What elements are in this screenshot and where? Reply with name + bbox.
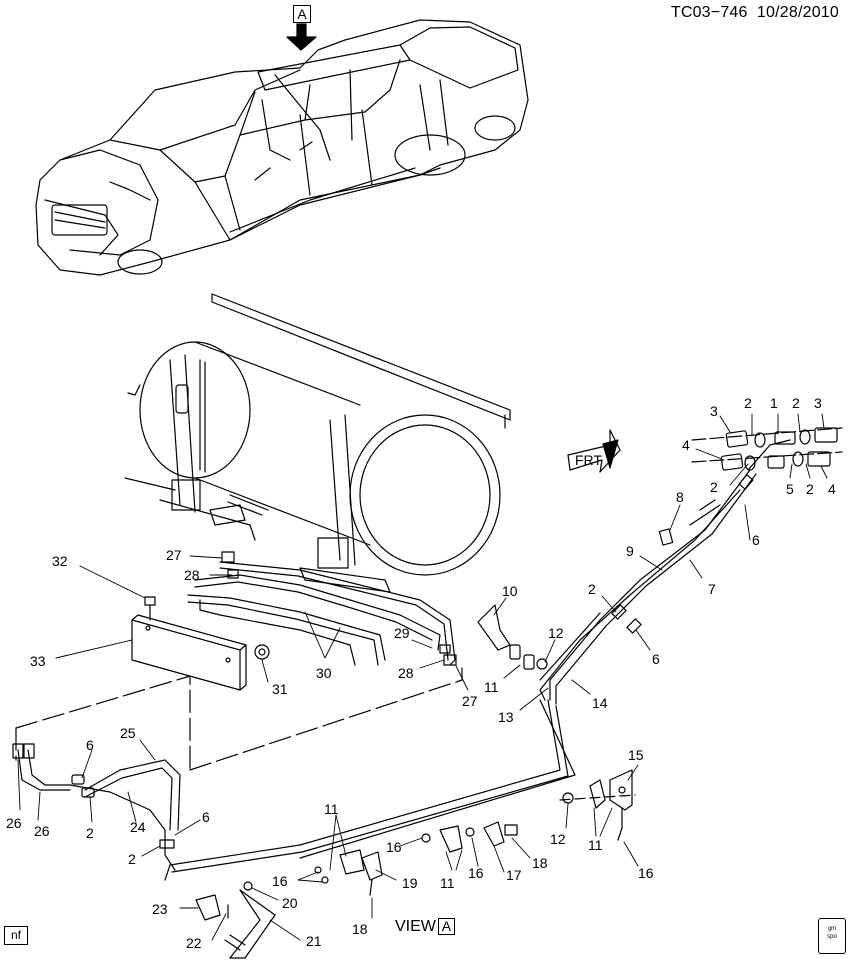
callout-3: 3 [814, 395, 822, 411]
callout-6: 6 [202, 809, 210, 825]
diagram-code: TC03−746 [670, 4, 748, 21]
callout-2: 2 [128, 851, 136, 867]
shield-part-33 [131, 596, 270, 691]
diagram-date: 10/28/2010 [756, 4, 839, 21]
view-a-marker-box: A [293, 5, 311, 23]
callout-8: 8 [676, 489, 684, 505]
diagram-header: TC03−746 10/28/2010 [671, 4, 839, 22]
callout-6: 6 [86, 737, 94, 753]
callout-24: 24 [130, 819, 146, 835]
callout-6: 6 [752, 532, 760, 548]
callout-16: 16 [468, 865, 484, 881]
callout-11: 11 [324, 801, 339, 817]
callout-6: 6 [652, 651, 660, 667]
front-direction-arrow: FRT [567, 429, 621, 473]
callout-32: 32 [52, 553, 68, 569]
callout-3: 3 [710, 403, 718, 419]
callout-19: 19 [402, 875, 418, 891]
callout-16: 16 [638, 865, 654, 881]
callout-2: 2 [806, 481, 814, 497]
clip-parts-10-12 [477, 604, 548, 670]
bracket-parts-20-23 [195, 881, 276, 959]
callout-22: 22 [186, 935, 202, 951]
callout-28: 28 [184, 567, 200, 583]
main-fuel-lines [164, 469, 757, 881]
fuel-tank-assembly [124, 293, 511, 593]
view-label-text: VIEW [395, 918, 436, 935]
view-a-detail-box [15, 667, 463, 771]
lower-clips-group [314, 769, 636, 896]
callout-4: 4 [682, 437, 690, 453]
callout-5: 5 [786, 481, 794, 497]
callout-14: 14 [592, 695, 608, 711]
gm-spo-logo: gm spo [818, 918, 846, 954]
callout-11: 11 [440, 875, 455, 891]
leader-lines [17, 413, 828, 941]
callout-18: 18 [532, 855, 548, 871]
callout-2: 2 [588, 581, 596, 597]
callout-23: 23 [152, 901, 168, 917]
callout-15: 15 [628, 747, 644, 763]
callout-10: 10 [502, 583, 518, 599]
pickup-truck-illustration [35, 19, 529, 276]
callout-18: 18 [352, 921, 368, 937]
frt-label: FRT [575, 452, 602, 468]
callout-27: 27 [166, 547, 182, 563]
callout-7: 7 [708, 581, 716, 597]
callout-20: 20 [282, 895, 298, 911]
callout-2: 2 [86, 825, 94, 841]
view-marker-box: A [437, 918, 455, 935]
callout-16: 16 [386, 839, 402, 855]
callout-2: 2 [744, 395, 752, 411]
quick-connect-fittings [658, 427, 843, 546]
callout-16: 16 [272, 873, 288, 889]
nf-badge: nf [4, 926, 28, 945]
gm-spo-logo-mark: gm spo [827, 926, 837, 940]
callout-13: 13 [498, 709, 514, 725]
filler-lines-group [187, 551, 457, 666]
callout-11: 11 [588, 837, 603, 853]
callout-26: 26 [6, 815, 22, 831]
callout-12: 12 [548, 625, 564, 641]
callout-26: 26 [34, 823, 50, 839]
callout-numbers: 1 2 2 3 3 4 2 5 2 4 8 6 9 7 2 6 10 12 11… [6, 395, 836, 951]
callout-11: 11 [484, 679, 499, 695]
callout-21: 21 [306, 933, 322, 949]
callout-17: 17 [506, 867, 522, 883]
callout-25: 25 [120, 725, 136, 741]
view-arrow [286, 23, 317, 51]
callout-28: 28 [398, 665, 414, 681]
callout-4: 4 [828, 481, 836, 497]
callout-33: 33 [30, 653, 46, 669]
callout-31: 31 [272, 681, 288, 697]
callout-12: 12 [550, 831, 566, 847]
callout-29: 29 [394, 625, 410, 641]
callout-9: 9 [626, 543, 634, 559]
callout-30: 30 [316, 665, 332, 681]
callout-2: 2 [792, 395, 800, 411]
callout-1: 1 [770, 395, 778, 411]
callout-27: 27 [462, 693, 478, 709]
callout-2: 2 [710, 479, 718, 495]
